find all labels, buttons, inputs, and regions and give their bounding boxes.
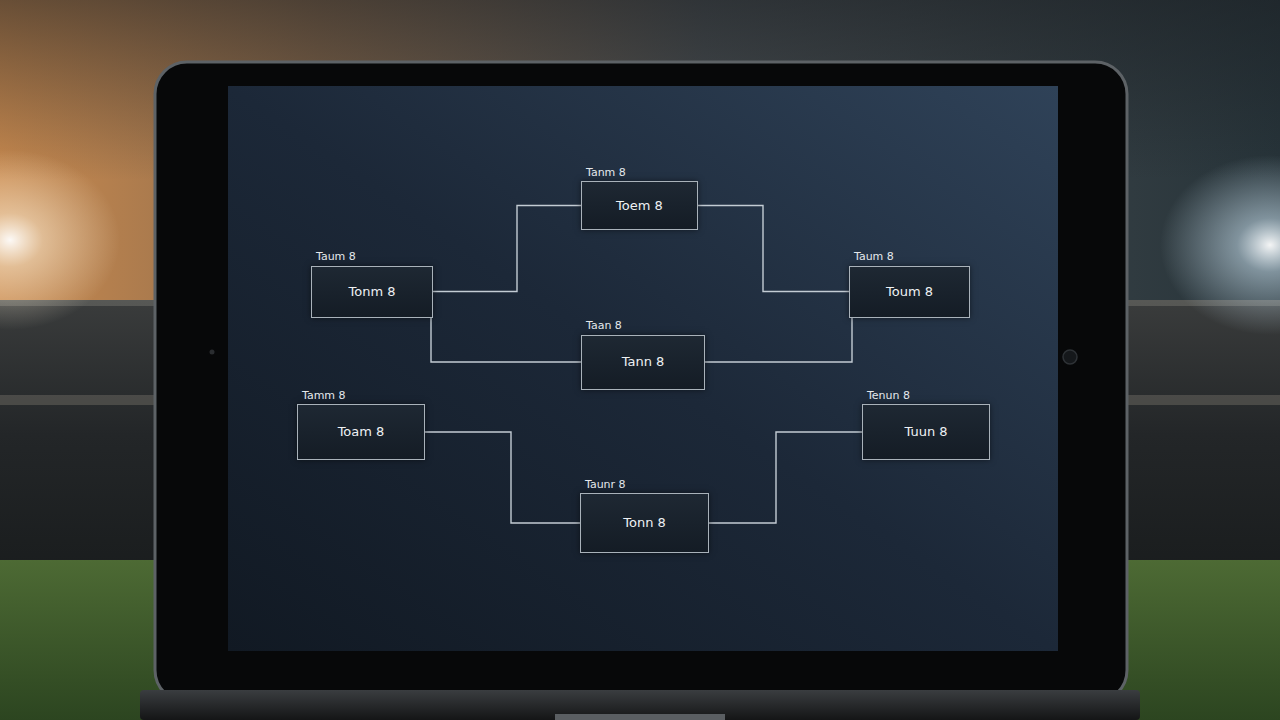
floodlight bbox=[0, 150, 120, 330]
team-box: Taum 8Toum 8 bbox=[849, 266, 970, 318]
team-name: Tann 8 bbox=[622, 354, 665, 370]
team-box: Tamm 8Toam 8 bbox=[297, 404, 425, 460]
team-box: Tenun 8Tuun 8 bbox=[862, 404, 990, 460]
team-heading: Tamm 8 bbox=[302, 390, 346, 402]
tablet-screen bbox=[228, 86, 1058, 651]
bracket-line bbox=[425, 432, 580, 523]
team-heading: Tenun 8 bbox=[867, 390, 910, 402]
team-name: Tonm 8 bbox=[349, 284, 396, 300]
team-name: Toem 8 bbox=[616, 198, 663, 214]
sensor-dot bbox=[210, 350, 215, 355]
bracket-line bbox=[698, 206, 849, 292]
bracket-line bbox=[709, 432, 862, 523]
bracket-line bbox=[431, 318, 581, 363]
team-box: Tanm 8Toem 8 bbox=[581, 181, 698, 230]
team-box: Taum 8Tonm 8 bbox=[311, 266, 433, 318]
team-heading: Tanm 8 bbox=[586, 167, 626, 179]
team-heading: Taunr 8 bbox=[585, 479, 626, 491]
team-name: Tonn 8 bbox=[623, 515, 666, 531]
team-heading: Taum 8 bbox=[316, 251, 356, 263]
team-box: Taunr 8Tonn 8 bbox=[580, 493, 709, 553]
tablet-body bbox=[155, 62, 1127, 702]
team-heading: Taum 8 bbox=[854, 251, 894, 263]
team-name: Tuun 8 bbox=[904, 424, 947, 440]
bracket-line bbox=[705, 318, 852, 363]
team-name: Toam 8 bbox=[338, 424, 385, 440]
team-box: Taan 8Tann 8 bbox=[581, 335, 705, 390]
stand-hinge bbox=[555, 714, 725, 720]
bracket-line bbox=[433, 206, 581, 292]
floodlight bbox=[1160, 155, 1280, 335]
team-name: Toum 8 bbox=[886, 284, 933, 300]
team-heading: Taan 8 bbox=[586, 320, 622, 332]
home-button bbox=[1063, 350, 1077, 364]
tablet-stand bbox=[140, 690, 1140, 720]
